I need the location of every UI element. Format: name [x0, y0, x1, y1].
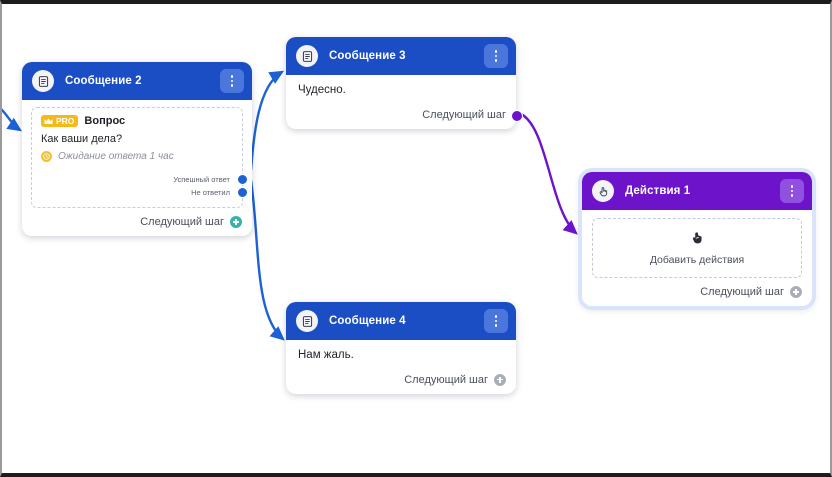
kebab-menu-icon[interactable] — [780, 179, 804, 203]
node-title: Сообщение 2 — [65, 75, 142, 87]
port-label: Не ответил — [191, 188, 230, 197]
pointing-hand-cursor-icon — [690, 230, 705, 251]
node-title: Сообщение 3 — [329, 50, 406, 62]
node-footer[interactable]: Следующий шаг — [286, 368, 516, 394]
question-block[interactable]: PRO Вопрос Как ваши дела? Ожидание ответ… — [31, 107, 248, 208]
question-header: PRO Вопрос — [41, 115, 233, 127]
message-text: Чудесно. — [298, 84, 346, 96]
kebab-menu-icon[interactable] — [484, 44, 508, 68]
port-label: Успешный ответ — [173, 175, 230, 184]
node-header[interactable]: Сообщение 2 — [22, 62, 252, 100]
next-step-label: Следующий шаг — [700, 286, 784, 298]
next-step-label: Следующий шаг — [404, 373, 488, 386]
pointing-hand-icon — [592, 180, 614, 202]
node-title: Сообщение 4 — [329, 315, 406, 327]
pro-badge-label: PRO — [56, 115, 75, 126]
node-header[interactable]: Сообщение 4 — [286, 302, 516, 340]
port-connector-dot[interactable] — [237, 187, 248, 198]
add-next-step-button[interactable] — [494, 373, 506, 386]
add-next-step-button[interactable] — [230, 216, 242, 228]
message-text: Нам жаль. — [298, 349, 354, 361]
question-wait-text: Ожидание ответа 1 час — [58, 151, 174, 162]
message-icon — [32, 70, 54, 92]
next-step-label: Следующий шаг — [140, 216, 224, 228]
node-footer[interactable]: Следующий шаг — [582, 280, 812, 306]
port-success[interactable]: Успешный ответ — [41, 173, 248, 186]
node-message-2[interactable]: Сообщение 2 PRO Вопрос Как ваши дела? — [22, 62, 252, 236]
edge-msg2-noanswer-to-msg4 — [249, 179, 285, 341]
question-wait-row: Ожидание ответа 1 час — [41, 151, 233, 162]
output-ports: Успешный ответ Не ответил — [41, 173, 248, 199]
edge-msg2-success-to-msg3 — [249, 70, 285, 171]
node-footer[interactable]: Следующий шаг — [286, 103, 523, 129]
message-icon — [296, 310, 318, 332]
kebab-menu-icon[interactable] — [484, 309, 508, 333]
next-step-label: Следующий шаг — [422, 108, 506, 121]
port-connector-dot[interactable] — [237, 174, 248, 185]
node-footer[interactable]: Следующий шаг — [22, 210, 252, 236]
question-type-label: Вопрос — [84, 115, 126, 127]
add-action-dropzone[interactable]: Добавить действия — [592, 218, 802, 278]
add-next-step-button[interactable] — [790, 286, 802, 298]
node-body[interactable]: Чудесно. — [286, 75, 516, 103]
message-icon — [296, 45, 318, 67]
edge-external-to-msg2 — [2, 108, 22, 132]
node-header[interactable]: Действия 1 — [582, 172, 812, 210]
node-message-3[interactable]: Сообщение 3 Чудесно. Следующий шаг — [286, 37, 523, 129]
node-header[interactable]: Сообщение 3 — [286, 37, 516, 75]
edge-msg3-to-actions1 — [520, 112, 578, 235]
pro-badge: PRO — [41, 115, 79, 127]
node-actions-1[interactable]: Действия 1 Добавить действия Следующий ш… — [582, 172, 812, 306]
node-title: Действия 1 — [625, 185, 691, 197]
clock-icon — [41, 151, 52, 162]
node-body[interactable]: Нам жаль. — [286, 340, 516, 368]
node-message-4[interactable]: Сообщение 4 Нам жаль. Следующий шаг — [286, 302, 516, 394]
add-action-label: Добавить действия — [649, 254, 745, 266]
kebab-menu-icon[interactable] — [220, 69, 244, 93]
next-step-connector-dot[interactable] — [511, 109, 523, 122]
port-no-answer[interactable]: Не ответил — [41, 186, 248, 199]
crown-icon — [44, 118, 53, 124]
question-text: Как ваши дела? — [41, 133, 123, 145]
